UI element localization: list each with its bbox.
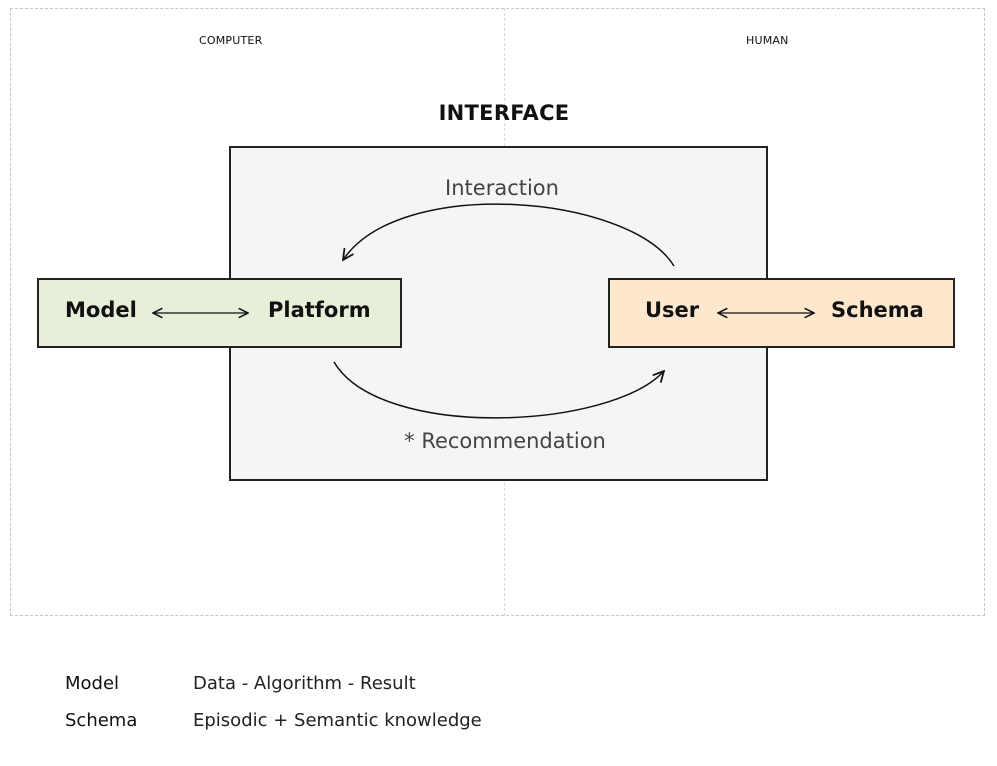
computer-node-box — [37, 278, 402, 348]
human-zone-label: HUMAN — [746, 34, 789, 47]
legend-term-schema: Schema — [65, 710, 138, 731]
diagram-frame — [10, 8, 985, 616]
model-label: Model — [65, 298, 137, 322]
interface-title: INTERFACE — [438, 101, 570, 125]
schema-label: Schema — [831, 298, 924, 322]
legend-term-model: Model — [65, 673, 120, 694]
legend-definition-model: Data - Algorithm - Result — [193, 673, 416, 694]
user-label: User — [645, 298, 700, 322]
computer-zone-label: COMPUTER — [199, 34, 263, 47]
legend-definition-schema: Episodic + Semantic knowledge — [193, 710, 482, 731]
recommendation-label: * Recommendation — [404, 429, 606, 453]
interaction-label: Interaction — [445, 176, 559, 200]
platform-label: Platform — [268, 298, 371, 322]
